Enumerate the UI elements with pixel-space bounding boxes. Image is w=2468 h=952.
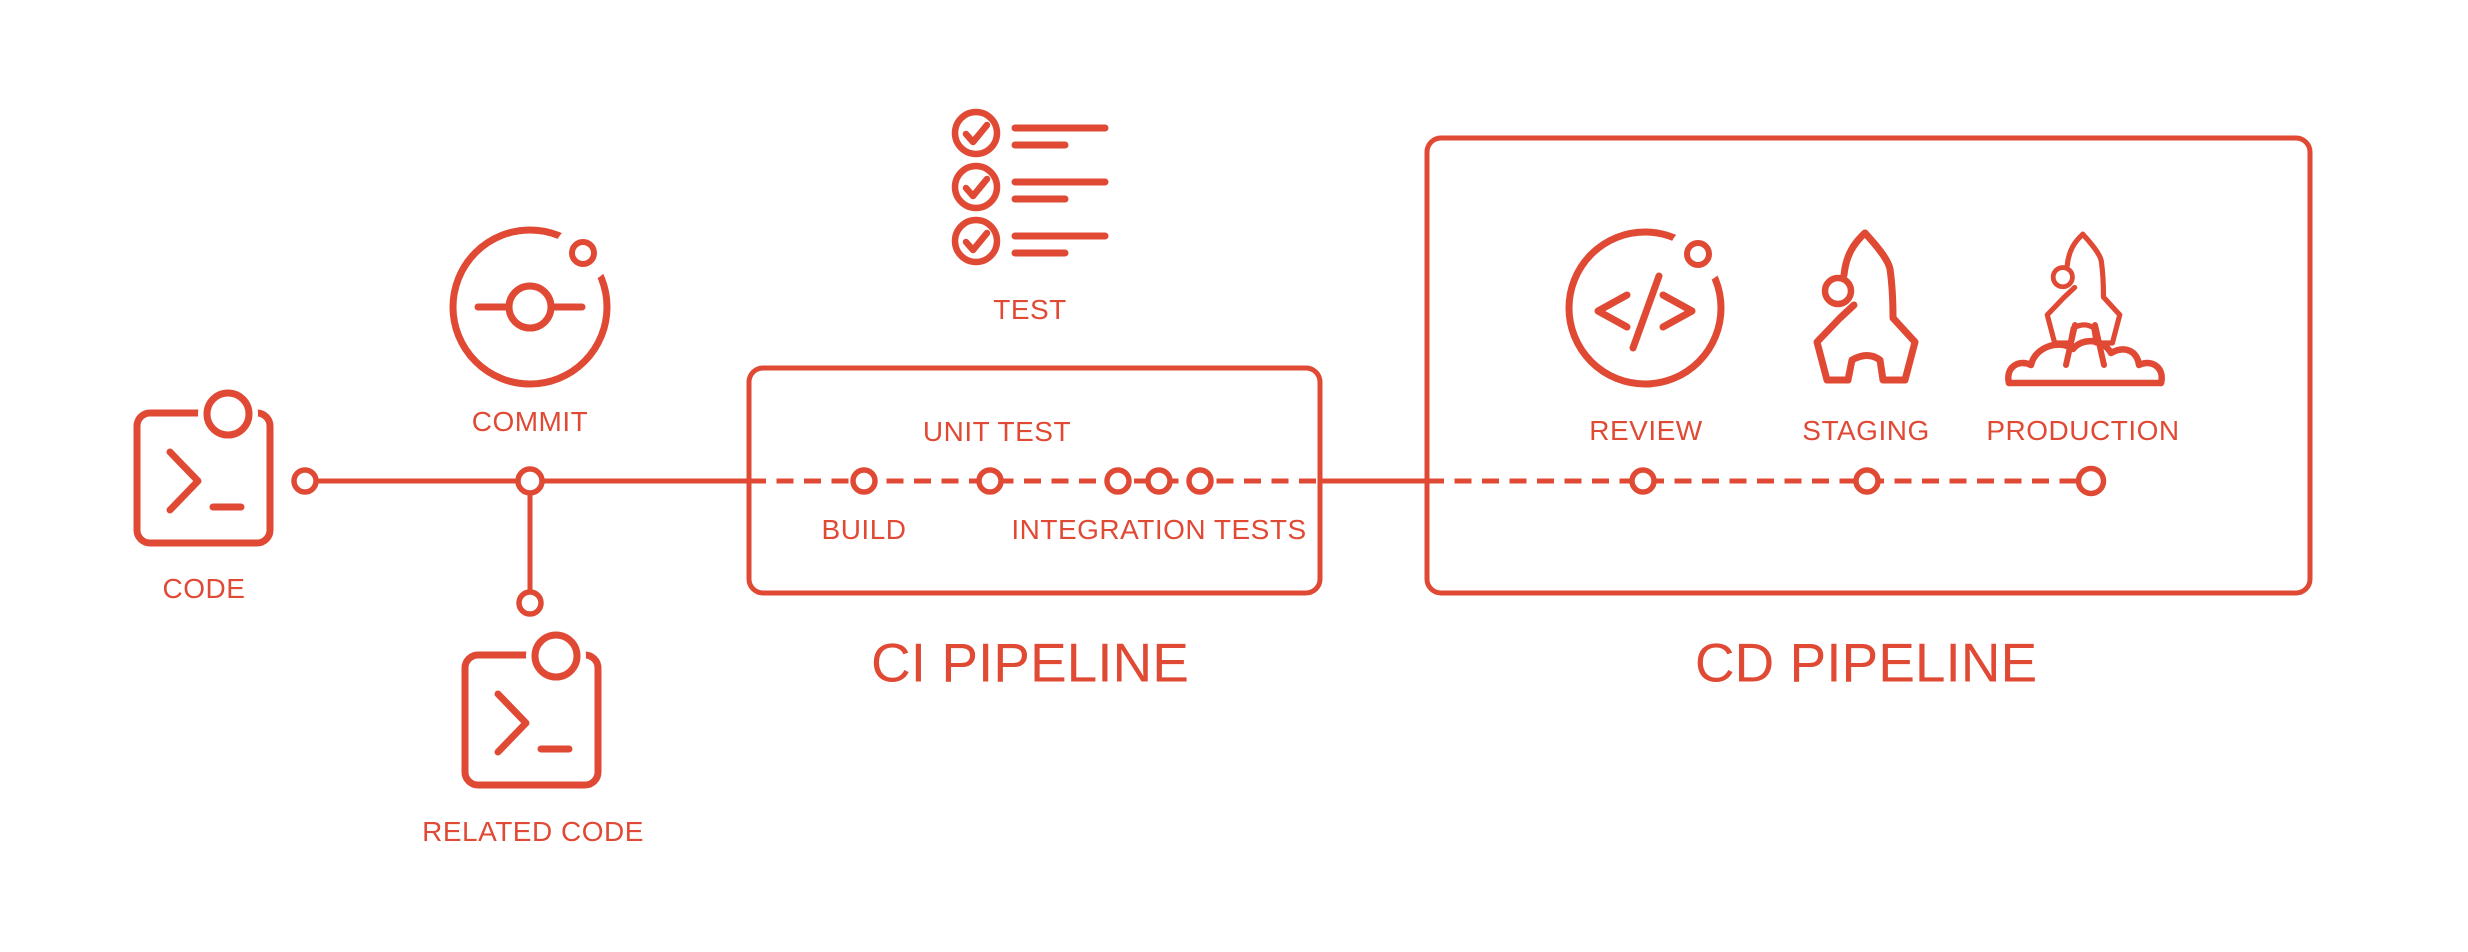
- node-production: [2075, 465, 2107, 497]
- cd-pipeline-title: CD PIPELINE: [1694, 631, 2038, 694]
- build-label: BUILD: [821, 514, 907, 545]
- node-integration-3: [1186, 467, 1214, 495]
- production-label: PRODUCTION: [1986, 415, 2180, 446]
- staging-label: STAGING: [1802, 415, 1930, 446]
- commit-label: COMMIT: [471, 406, 589, 437]
- node-start: [291, 467, 319, 495]
- node-staging: [1853, 467, 1881, 495]
- terminal-code-icon: [137, 384, 270, 543]
- rocket-launch-icon: [2005, 234, 2165, 387]
- unit-test-label: UNIT TEST: [922, 416, 1072, 447]
- test-label: TEST: [993, 294, 1067, 325]
- terminal-related-code-icon: [465, 626, 598, 785]
- node-build: [850, 467, 878, 495]
- pipeline-nodes: [291, 465, 2107, 617]
- related-code-label: RELATED CODE: [422, 816, 644, 847]
- ci-pipeline-box: [746, 365, 1323, 596]
- node-integration-2: [1145, 467, 1173, 495]
- node-integration-1: [1104, 467, 1132, 495]
- ci-pipeline-title: CI PIPELINE: [871, 631, 1189, 694]
- checklist-icon: [955, 112, 1105, 262]
- node-unit-test: [976, 467, 1004, 495]
- review-label: REVIEW: [1589, 415, 1703, 446]
- rocket-icon: [1817, 233, 1915, 380]
- node-commit: [515, 466, 545, 496]
- code-review-icon: [1565, 225, 1727, 388]
- node-review: [1629, 467, 1657, 495]
- integration-tests-label: INTEGRATION TESTS: [1011, 514, 1307, 545]
- commit-orbit-icon: [449, 224, 612, 388]
- code-label: CODE: [162, 573, 246, 604]
- cd-pipeline-box: [1424, 135, 2313, 596]
- node-related-code: [516, 589, 544, 617]
